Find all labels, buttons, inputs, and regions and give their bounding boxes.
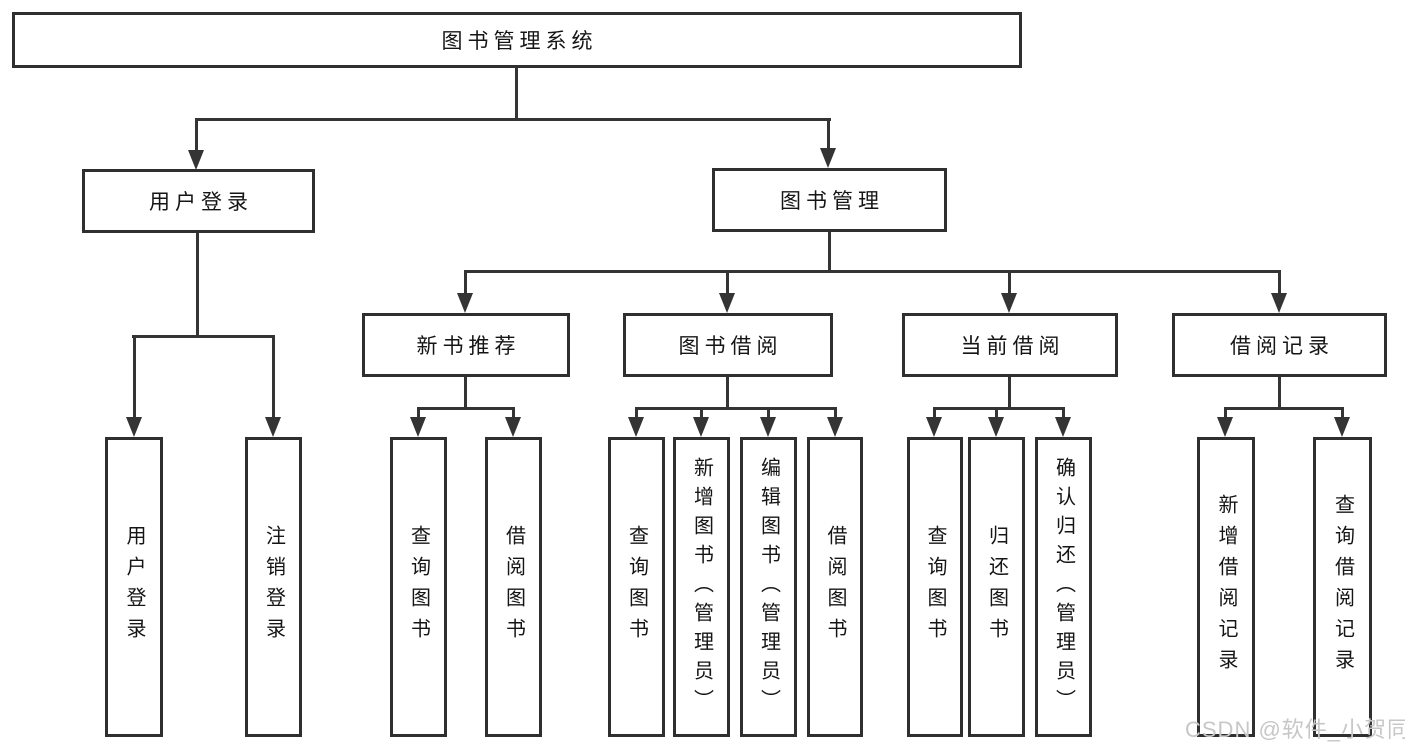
arrow-down-icon [188,150,204,170]
edge-drop [195,118,198,154]
node-label: 图书管理 [780,190,884,213]
node-book-management: 图书管理 [712,168,947,232]
node-label: 借阅图书 [502,525,525,649]
edge-branch-root [196,118,831,121]
edge-drop [1341,407,1344,421]
arrow-down-icon [1055,417,1071,437]
edge-branch-borrowrecords [1224,407,1344,410]
edge-bookmgmt-stem [828,232,831,272]
edge-newbook-stem [464,377,467,409]
node-user-login: 用户登录 [82,169,315,233]
node-label: 用户登录 [149,191,253,214]
node-label: 编辑图书（管理员） [757,456,780,718]
edge-drop [995,407,998,421]
edge-drop [272,335,275,421]
node-label: 查询图书 [924,525,946,649]
arrow-down-icon [760,417,776,437]
edge-drop [827,118,830,152]
edge-drop [767,407,770,421]
node-label: 查询图书 [407,525,430,649]
node-root: 图书管理系统 [12,12,1022,68]
leaf-query-books-borrow: 查询图书 [608,437,665,737]
edge-drop [417,407,420,421]
leaf-borrow-books-borrow: 借阅图书 [807,437,863,737]
edge-drop [933,407,936,421]
node-label: 借阅记录 [1230,335,1334,358]
watermark: CSDN @软件_小贺同学 [1185,717,1405,742]
leaf-edit-book-admin: 编辑图书（管理员） [740,437,797,737]
leaf-query-books-current: 查询图书 [907,437,963,737]
leaf-return-book: 归还图书 [968,437,1025,737]
node-label: 新增借阅记录 [1215,494,1237,680]
node-book-borrow: 图书借阅 [623,313,833,377]
leaf-logout: 注销登录 [245,437,302,737]
edge-currentborrow-stem [1008,377,1011,409]
node-label: 注销登录 [262,525,285,649]
node-label: 图书管理系统 [441,30,598,53]
arrow-down-icon [628,417,644,437]
edge-bookborrow-stem [726,377,729,409]
leaf-borrow-books-newbook: 借阅图书 [485,437,542,737]
node-label: 用户登录 [123,525,145,649]
edge-branch-bookmgmt [464,270,1281,273]
arrow-down-icon [988,417,1004,437]
node-current-borrow: 当前借阅 [902,313,1118,377]
edge-branch-newbook [417,407,515,410]
leaf-user-login: 用户登录 [105,437,163,737]
edge-drop [133,335,136,421]
node-label: 确认归还（管理员） [1052,456,1075,718]
edge-drop [700,407,703,421]
arrow-down-icon [693,417,709,437]
node-label: 当前借阅 [960,335,1065,358]
node-label: 新书推荐 [416,335,521,358]
edge-drop [834,407,837,421]
node-label: 归还图书 [985,525,1008,649]
arrow-down-icon [265,417,281,437]
node-label: 查询图书 [625,525,648,649]
edge-userlogin-stem [196,233,199,337]
leaf-add-book-admin: 新增图书（管理员） [673,437,730,737]
edge-branch-userlogin [132,335,275,338]
arrow-down-icon [719,293,735,313]
edge-drop [1278,270,1281,296]
arrow-down-icon [457,293,473,313]
edge-branch-bookborrow [635,407,837,410]
edge-branch-currentborrow [933,407,1065,410]
edge-drop [512,407,515,421]
edge-root-stem [515,68,518,120]
leaf-confirm-return-admin: 确认归还（管理员） [1035,437,1092,737]
node-borrow-records: 借阅记录 [1172,313,1387,377]
leaf-query-books-newbook: 查询图书 [390,437,447,737]
node-label: 查询借阅记录 [1331,494,1354,680]
arrow-down-icon [1217,417,1233,437]
edge-drop [464,270,467,296]
edge-drop [1224,407,1227,421]
arrow-down-icon [820,148,836,168]
edge-drop [1062,407,1065,421]
arrow-down-icon [126,417,142,437]
leaf-query-borrow-record: 查询借阅记录 [1313,437,1372,737]
arrow-down-icon [410,417,426,437]
edge-borrowrecords-stem [1278,377,1281,409]
arrow-down-icon [1001,293,1017,313]
leaf-add-borrow-record: 新增借阅记录 [1197,437,1255,737]
edge-drop [635,407,638,421]
edge-drop [726,270,729,296]
node-new-book-recommend: 新书推荐 [362,313,570,377]
arrow-down-icon [1334,417,1350,437]
node-label: 借阅图书 [824,525,846,649]
node-label: 图书借阅 [678,335,783,358]
node-label: 新增图书（管理员） [690,456,713,718]
arrow-down-icon [926,417,942,437]
arrow-down-icon [505,417,521,437]
arrow-down-icon [827,417,843,437]
edge-drop [1008,270,1011,296]
arrow-down-icon [1271,293,1287,313]
